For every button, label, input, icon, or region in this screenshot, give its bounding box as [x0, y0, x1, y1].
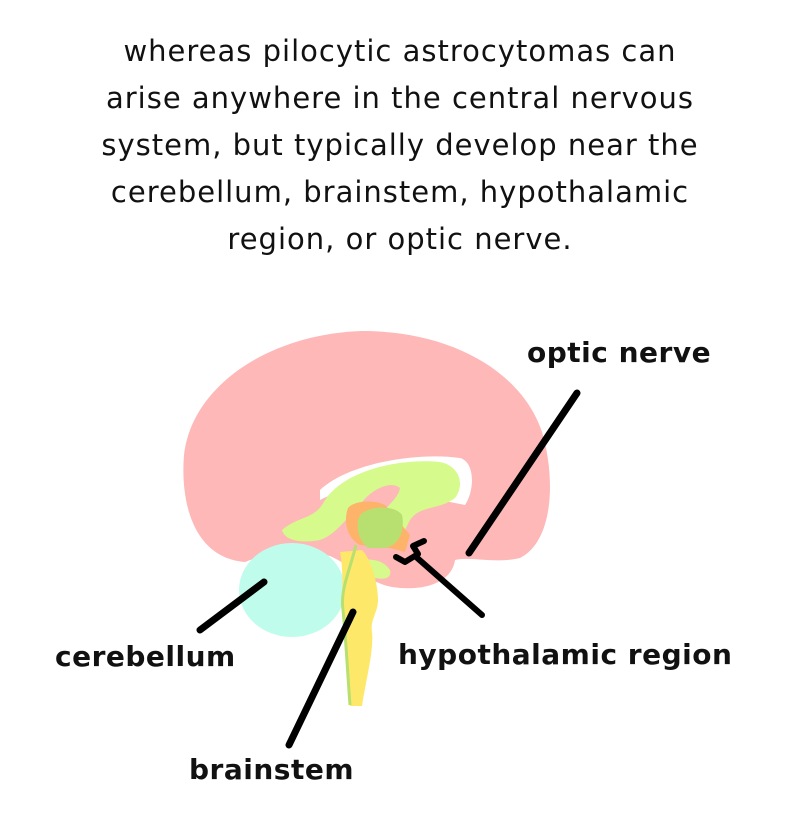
limbic-structure: [282, 461, 460, 542]
caption-line: whereas pilocytic astrocytomas can: [123, 34, 677, 68]
label-hypothalamic-region: hypothalamic region: [398, 638, 733, 671]
label-cerebellum: cerebellum: [55, 640, 236, 673]
label-brainstem: brainstem: [189, 753, 354, 786]
cerebellum-pointer: [196, 578, 268, 634]
brainstem-edge: [340, 544, 358, 706]
cerebellum-shape: [239, 543, 345, 637]
brainstem-pointer: [285, 608, 357, 749]
caption-text: whereas pilocytic astrocytomas can arise…: [0, 28, 800, 263]
caption-line: region, or optic nerve.: [227, 222, 573, 256]
caption-line: system, but typically develop near the: [101, 128, 699, 162]
caption-line: cerebellum, brainstem, hypothalamic: [110, 175, 690, 209]
caption-line: arise anywhere in the central nervous: [105, 81, 695, 115]
brainstem-shape: [340, 550, 378, 706]
hypothalamic-bracket: [393, 538, 485, 618]
label-optic-nerve: optic nerve: [527, 336, 712, 369]
cerebrum: [183, 331, 550, 589]
optic-nerve-pointer: [465, 389, 581, 557]
thalamus: [357, 507, 403, 548]
